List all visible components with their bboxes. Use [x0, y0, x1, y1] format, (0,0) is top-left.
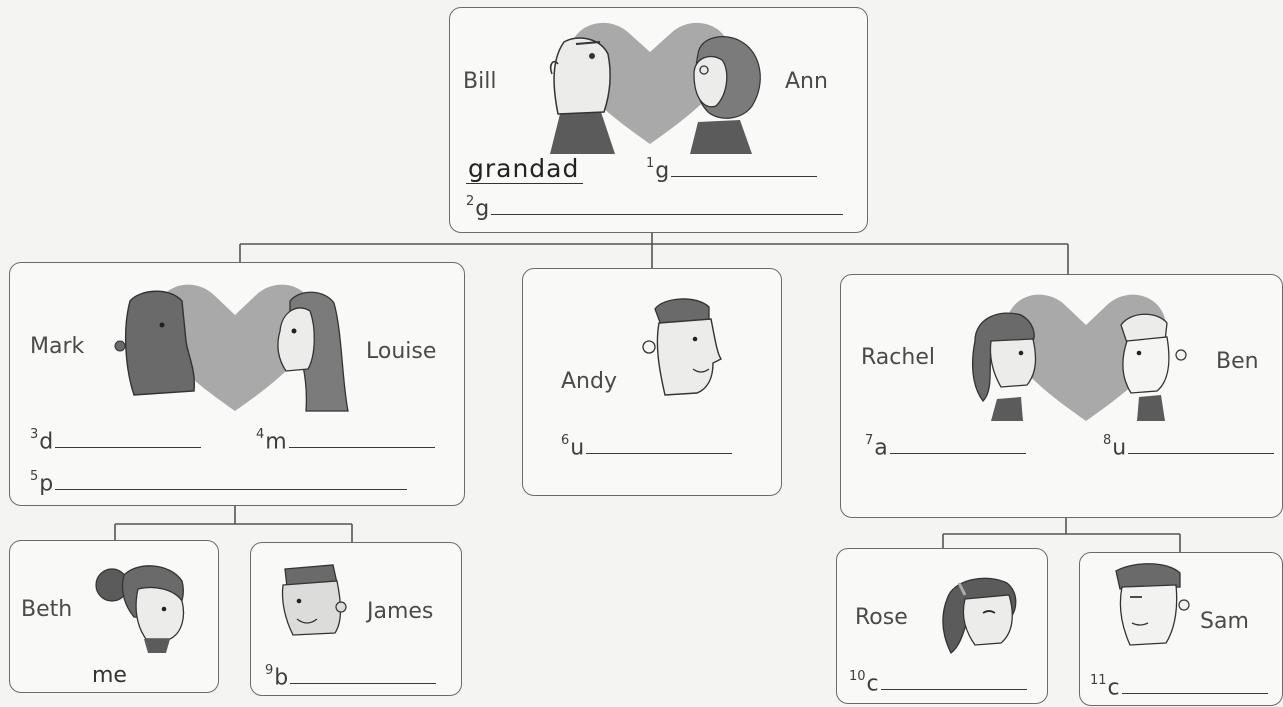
- ann-portrait: [690, 36, 761, 154]
- blank-9-line: [290, 665, 437, 685]
- james-portrait: [281, 564, 347, 636]
- blank-3-letter: d: [39, 429, 54, 455]
- blank-10-number: 10: [849, 669, 866, 684]
- name-mark: Mark: [30, 334, 85, 359]
- name-beth: Beth: [21, 597, 73, 622]
- blank-5-letter: p: [39, 471, 54, 497]
- blank-7-letter: a: [874, 435, 888, 461]
- blank-3[interactable]: 3d: [30, 427, 202, 455]
- blank-6-letter: u: [570, 435, 585, 461]
- name-ann: Ann: [785, 69, 828, 94]
- label-me: me: [92, 663, 127, 688]
- blank-4-number: 4: [256, 427, 265, 442]
- blank-6-number: 6: [561, 433, 570, 448]
- card-andy: Andy 6u: [522, 268, 782, 496]
- blank-6[interactable]: 6u: [561, 433, 733, 461]
- rachel-portrait: [971, 312, 1037, 421]
- ben-portrait: [1120, 313, 1187, 421]
- blank-11[interactable]: 11c: [1090, 673, 1268, 701]
- blank-5[interactable]: 5p: [30, 469, 408, 497]
- blank-11-line: [1121, 675, 1268, 695]
- andy-portrait: [642, 298, 723, 396]
- name-james: James: [367, 599, 434, 624]
- bill-portrait: [549, 37, 615, 154]
- card-mark-louise: Mark Louise 3d 4m 5p: [9, 262, 465, 506]
- name-ben: Ben: [1216, 349, 1259, 374]
- rose-portrait: [942, 577, 1017, 654]
- blank-3-line: [55, 429, 202, 449]
- name-rachel: Rachel: [861, 345, 935, 370]
- bill-ann-illustration: [549, 22, 761, 154]
- sam-portrait: [1115, 563, 1190, 646]
- blank-7-number: 7: [865, 433, 874, 448]
- blank-3-number: 3: [30, 427, 39, 442]
- blank-4-line: [288, 429, 435, 449]
- blank-8-letter: u: [1112, 435, 1127, 461]
- blank-4[interactable]: 4m: [256, 427, 435, 455]
- beth-portrait: [95, 565, 185, 653]
- connector-generation-1: [239, 232, 1069, 274]
- blank-10-letter: c: [866, 671, 879, 697]
- louise-portrait: [277, 291, 349, 412]
- card-rose: Rose 10c: [836, 548, 1048, 704]
- blank-9[interactable]: 9b: [265, 663, 437, 691]
- rachel-ben-illustration: [971, 294, 1187, 421]
- blank-5-line: [55, 471, 408, 491]
- card-sam: Sam 11c: [1079, 552, 1283, 706]
- blank-2-letter: g: [475, 196, 490, 222]
- blank-11-letter: c: [1107, 675, 1120, 701]
- blank-7-line: [889, 435, 1026, 455]
- card-rachel-ben: Rachel Ben 7a 8u: [840, 274, 1283, 518]
- blank-2-line: [491, 196, 844, 216]
- answer-grandad: grandad: [466, 154, 584, 184]
- blank-4-letter: m: [265, 429, 287, 455]
- mark-louise-illustration: [114, 284, 349, 412]
- heart-icon: [569, 22, 731, 144]
- mark-portrait: [114, 290, 196, 396]
- card-bill-ann: Bill Ann grandad 1g 2g: [449, 7, 868, 233]
- blank-1-line: [671, 158, 818, 178]
- blank-10-line: [880, 671, 1027, 691]
- blank-8-number: 8: [1103, 433, 1112, 448]
- blank-5-number: 5: [30, 469, 39, 484]
- card-beth: Beth me: [9, 540, 219, 693]
- name-andy: Andy: [561, 369, 617, 394]
- blank-1-letter: g: [655, 158, 670, 184]
- blank-2-number: 2: [466, 194, 475, 209]
- name-rose: Rose: [855, 605, 908, 630]
- connector-rachel-ben-children: [942, 518, 1181, 552]
- name-sam: Sam: [1200, 609, 1249, 634]
- blank-1-number: 1: [646, 156, 655, 171]
- blank-8[interactable]: 8u: [1103, 433, 1275, 461]
- blank-1[interactable]: 1g: [646, 156, 818, 184]
- blank-8-line: [1128, 435, 1275, 455]
- blank-9-number: 9: [265, 663, 274, 678]
- name-bill: Bill: [463, 69, 497, 94]
- name-louise: Louise: [366, 339, 437, 364]
- blank-9-letter: b: [274, 665, 289, 691]
- card-james: James 9b: [250, 542, 462, 696]
- blank-2[interactable]: 2g: [466, 194, 844, 222]
- blank-11-number: 11: [1090, 673, 1107, 688]
- blank-6-line: [586, 435, 733, 455]
- connector-mark-louise-children: [114, 505, 353, 542]
- blank-10[interactable]: 10c: [849, 669, 1027, 697]
- blank-7[interactable]: 7a: [865, 433, 1026, 461]
